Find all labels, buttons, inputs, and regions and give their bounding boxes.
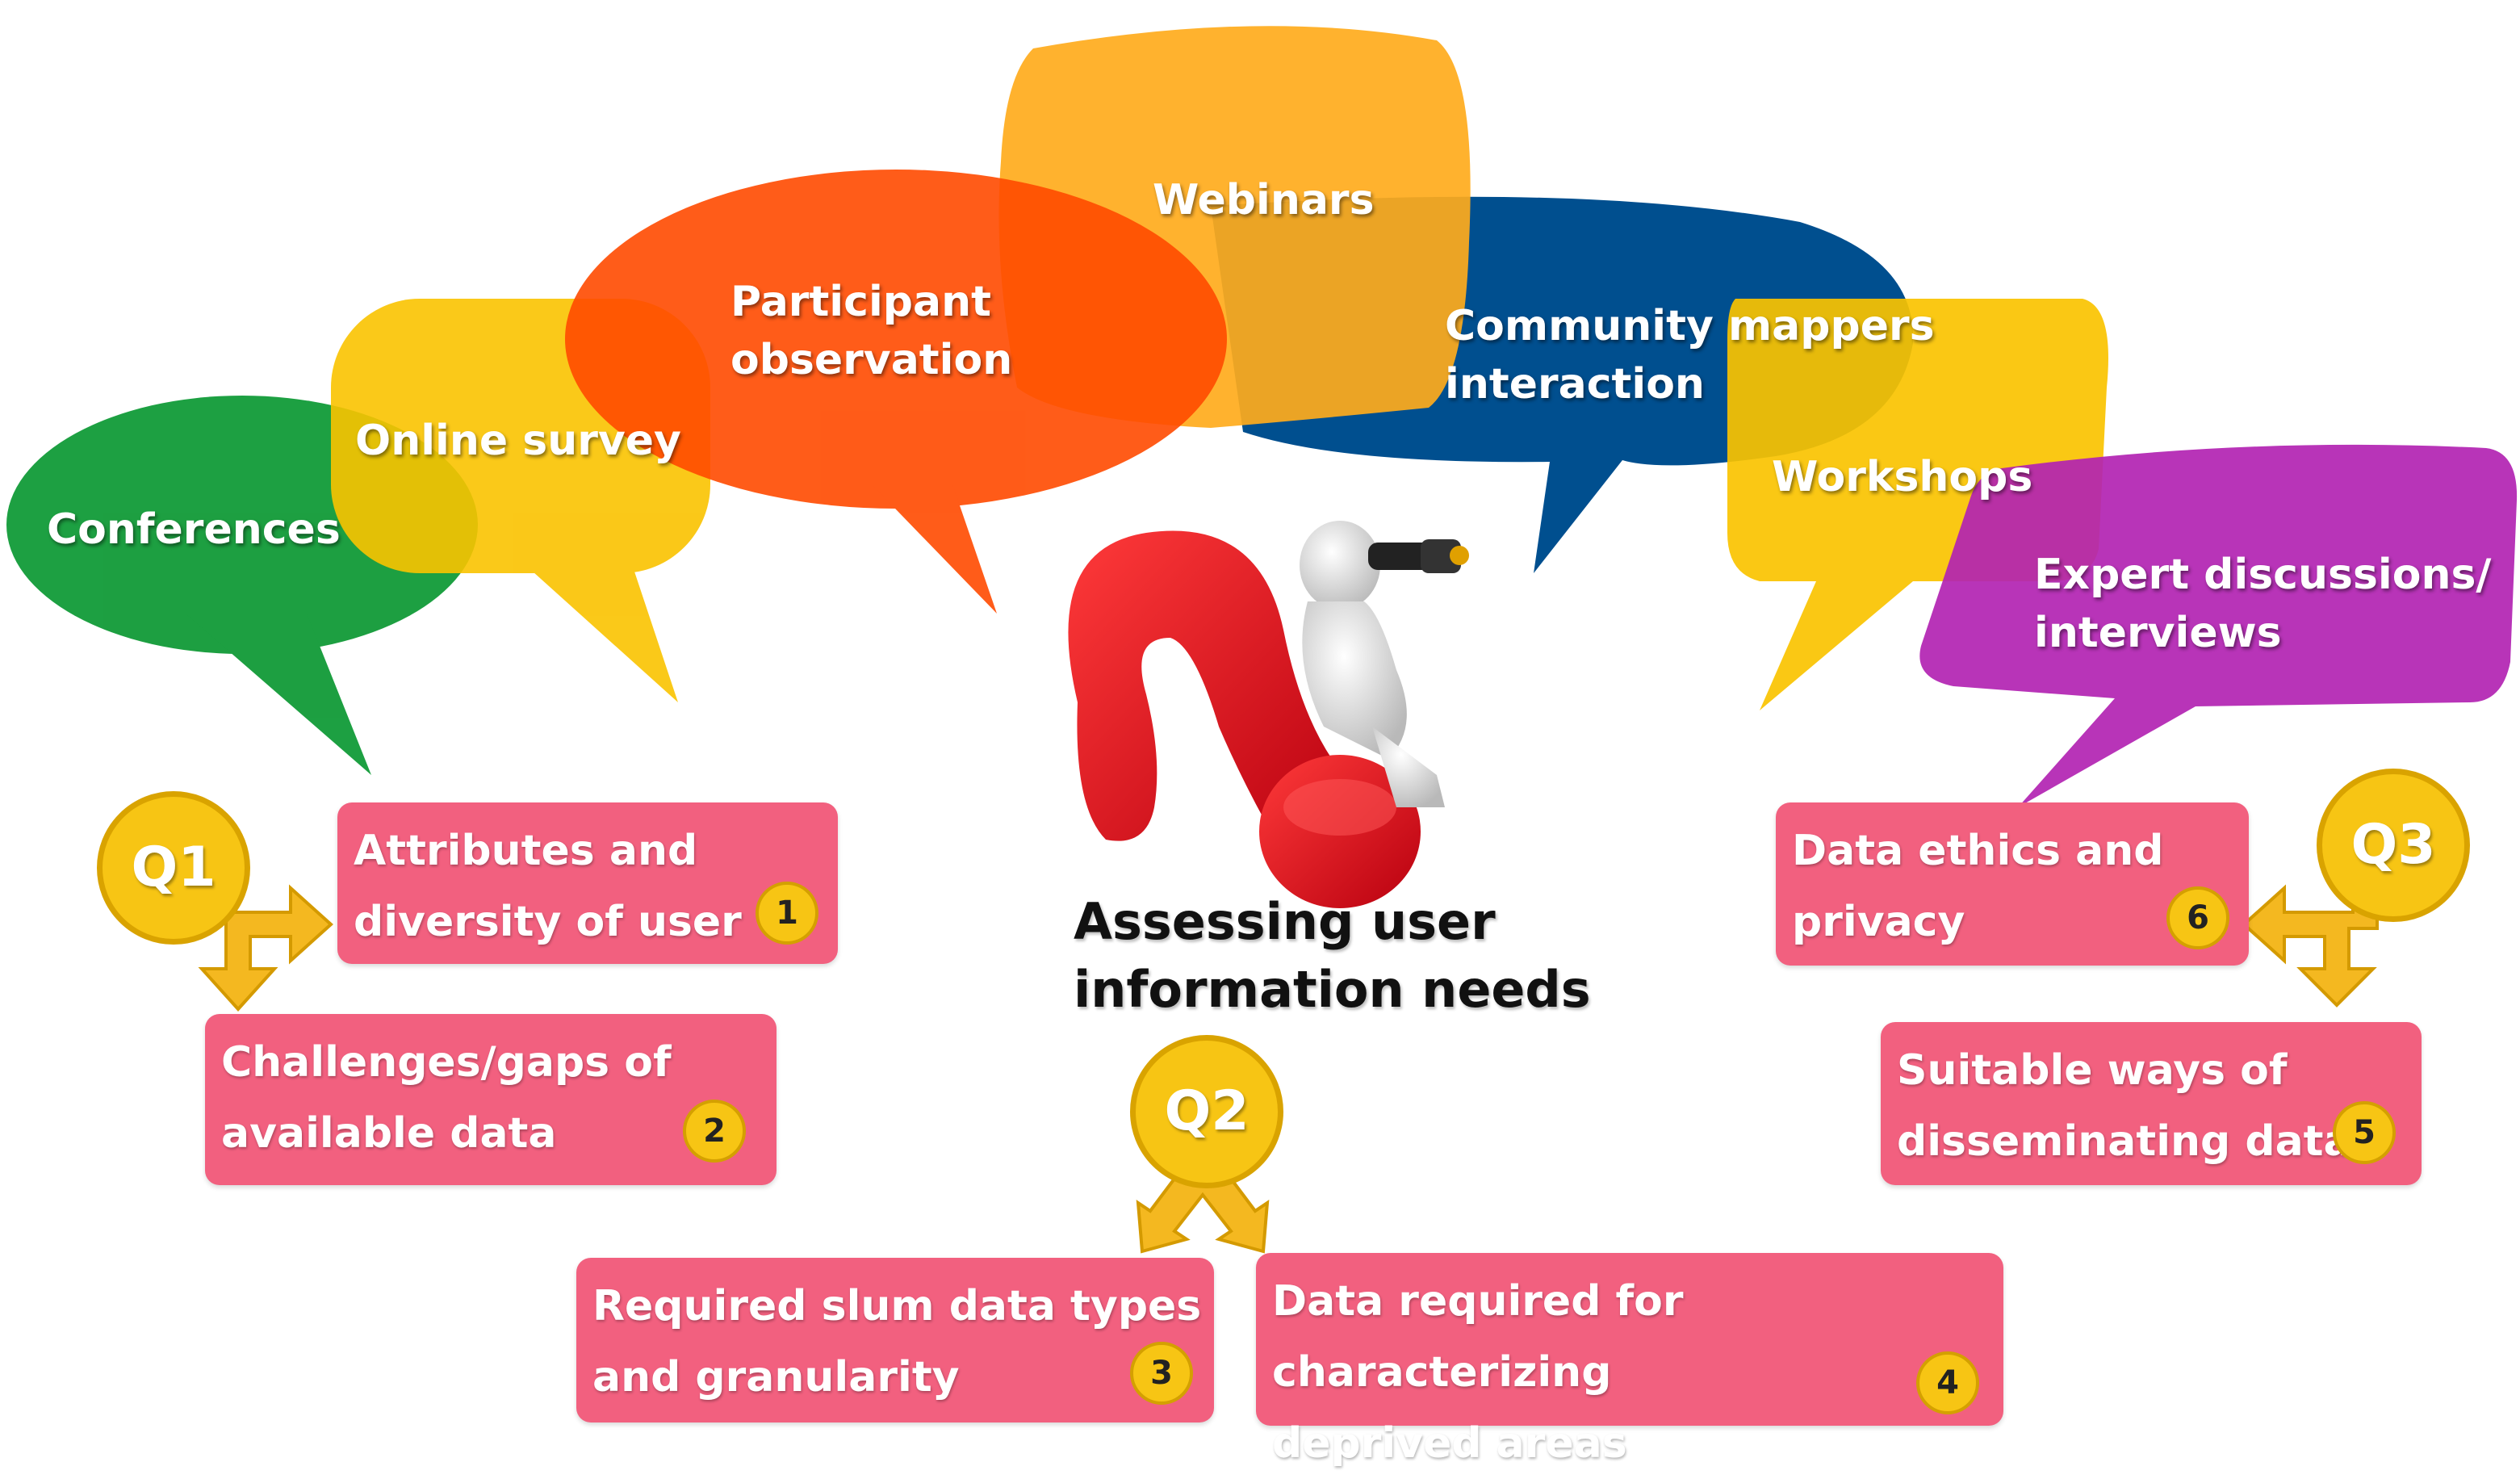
info-box-1: Attributes and diversity of user 1 bbox=[337, 802, 838, 964]
q3-arrows bbox=[2242, 870, 2379, 1008]
label-expert-discussions-line1: Expert discussions/ bbox=[2034, 551, 2492, 599]
info-box-1-text: Attributes and diversity of user bbox=[354, 827, 742, 946]
info-box-2-number: 2 bbox=[683, 1100, 746, 1163]
info-box-3-text: Required slum data types and granularity bbox=[592, 1282, 1202, 1401]
label-expert-discussions-line2: interviews bbox=[2034, 609, 2282, 657]
label-online-survey: Online survey bbox=[355, 417, 681, 465]
info-box-3: Required slum data types and granularity… bbox=[576, 1258, 1214, 1422]
info-box-1-number: 1 bbox=[756, 882, 818, 945]
question-q3: Q3 bbox=[2317, 769, 2470, 922]
label-webinars: Webinars bbox=[1153, 176, 1375, 224]
label-participant-observation-line1: Participant bbox=[730, 278, 991, 326]
label-conferences: Conferences bbox=[47, 505, 341, 554]
info-box-2-text: Challenges/gaps of available data bbox=[221, 1038, 672, 1158]
info-box-4: Data required for characterizing deprive… bbox=[1256, 1253, 2003, 1468]
info-box-2: Challenges/gaps of available data 2 bbox=[205, 1014, 777, 1185]
center-title-line1: Assessing user bbox=[1074, 892, 1496, 951]
center-title: Assessing user information needs bbox=[1074, 888, 1591, 1024]
info-box-5-number: 5 bbox=[2333, 1101, 2396, 1164]
info-box-4-number: 4 bbox=[1916, 1351, 1979, 1414]
info-box-5: Suitable ways of disseminating data 5 bbox=[1881, 1022, 2422, 1185]
binocular-man-figure bbox=[1300, 521, 1469, 807]
info-box-6-text: Data ethics and privacy bbox=[1792, 827, 2164, 946]
question-q2: Q2 bbox=[1130, 1035, 1283, 1188]
info-box-6: Data ethics and privacy 6 bbox=[1776, 802, 2249, 966]
info-box-5-text: Suitable ways of disseminating data bbox=[1897, 1046, 2352, 1166]
label-participant-observation-line2: observation bbox=[730, 336, 1013, 384]
info-box-3-number: 3 bbox=[1130, 1342, 1193, 1405]
question-q1: Q1 bbox=[97, 791, 250, 945]
info-box-4-text: Data required for characterizing deprive… bbox=[1272, 1277, 1684, 1468]
label-workshops: Workshops bbox=[1772, 453, 2033, 501]
question-mark-figure bbox=[1068, 530, 1421, 908]
q1-arrows bbox=[198, 872, 333, 1012]
bubble-participant-observation bbox=[565, 170, 1227, 614]
bubble-expert-discussions bbox=[1919, 444, 2518, 807]
bubble-workshops bbox=[1727, 299, 2108, 710]
info-box-6-number: 6 bbox=[2166, 886, 2229, 949]
q2-arrows bbox=[1136, 1177, 1270, 1254]
label-community-mappers-line1: Community mappers bbox=[1445, 302, 1935, 350]
label-community-mappers-line2: interaction bbox=[1445, 360, 1705, 409]
center-title-line2: information needs bbox=[1074, 960, 1591, 1019]
